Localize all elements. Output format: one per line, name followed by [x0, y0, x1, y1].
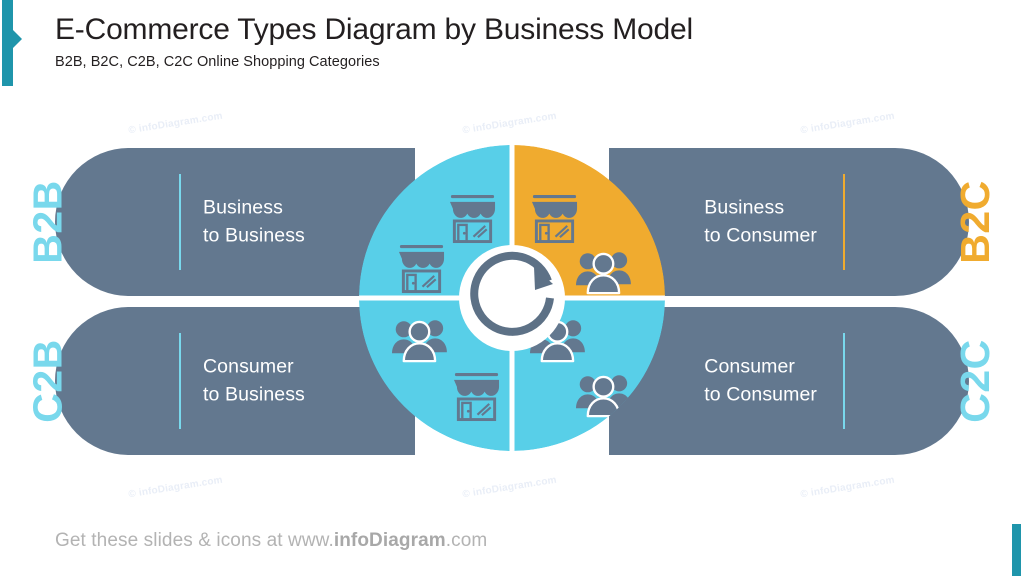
segment-c2b[interactable]: C2B Consumer to Business [25, 307, 415, 455]
segment-c2c-text: Consumer to Consumer [704, 353, 817, 410]
segment-c2c-line1: Consumer [704, 355, 796, 378]
segment-b2b[interactable]: B2B Business to Business [25, 148, 415, 296]
footer-prefix: Get these slides & icons at www. [55, 530, 334, 551]
footer-brand: infoDiagram [333, 530, 446, 551]
segment-b2c-line1: Business [704, 196, 785, 219]
segment-c2b-divider [179, 333, 181, 429]
segment-b2c-text: Business to Consumer [704, 194, 817, 251]
ecommerce-types-diagram: B2B Business to Business B2C Business to… [0, 118, 1024, 498]
segment-b2b-divider [179, 174, 181, 270]
right-accent-bar [1012, 524, 1021, 576]
segment-c2c-line2: to Consumer [704, 384, 817, 406]
segment-c2c[interactable]: C2C Consumer to Consumer [609, 307, 999, 455]
segment-b2b-text: Business to Business [203, 194, 305, 251]
left-accent-bar [2, 0, 13, 86]
segment-b2c-abbr: B2C [952, 180, 999, 264]
segment-c2c-abbr: C2C [952, 339, 999, 423]
segment-c2c-divider [843, 333, 845, 429]
refresh-cycle-icon [470, 251, 554, 336]
left-accent-arrow-icon [13, 30, 22, 48]
segment-c2b-text: Consumer to Business [203, 353, 305, 410]
footer-promo[interactable]: Get these slides & icons at www.infoDiag… [55, 530, 487, 552]
page-title: E-Commerce Types Diagram by Business Mod… [55, 13, 693, 46]
segment-b2b-line1: Business [203, 196, 283, 219]
quadrant-wheel [352, 138, 672, 458]
segment-c2b-abbr: C2B [24, 339, 71, 423]
segment-c2b-line2: to Business [203, 384, 305, 406]
segment-b2c-line2: to Consumer [704, 225, 817, 247]
segment-c2b-line1: Consumer [203, 355, 294, 378]
quadrant-b2b-fill [359, 145, 512, 298]
segment-b2b-line2: to Business [203, 225, 305, 247]
page-subtitle: B2B, B2C, C2B, C2C Online Shopping Categ… [55, 53, 380, 70]
footer-suffix: .com [445, 530, 488, 551]
quadrant-c2b-fill [359, 298, 512, 451]
segment-b2b-abbr: B2B [24, 180, 71, 264]
segment-b2c-divider [843, 174, 845, 270]
page-header: E-Commerce Types Diagram by Business Mod… [55, 12, 693, 70]
segment-b2c[interactable]: B2C Business to Consumer [609, 148, 999, 296]
